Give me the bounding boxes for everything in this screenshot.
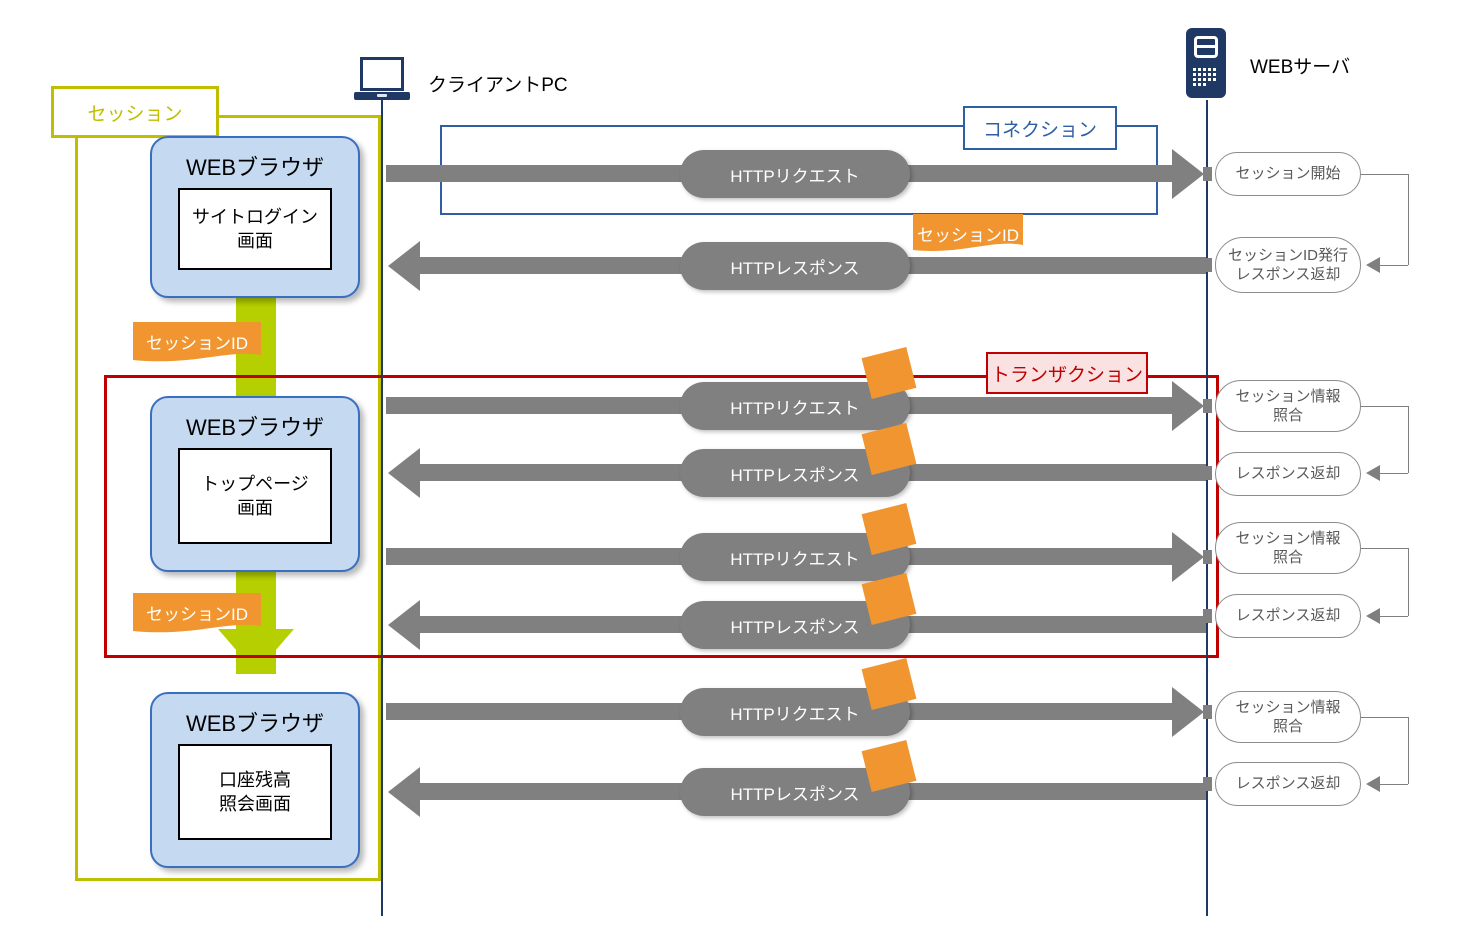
message-arrow-head-8 — [388, 767, 420, 817]
connection-scope-label: コネクション — [963, 106, 1117, 150]
session-id-banner-shape-3 — [133, 593, 261, 633]
message-label-1: HTTPリクエスト — [680, 150, 910, 198]
server-step-text-3: セッション情報照合 — [1235, 387, 1341, 425]
session-id-banner-text-1: セッションID — [146, 334, 248, 353]
server-step-text-7: セッション情報照合 — [1235, 698, 1341, 736]
browser-screen-text-2: トップページ画面 — [201, 473, 309, 518]
session-scope-label-text: セッション — [87, 103, 183, 125]
message-arrow-head-7 — [1172, 687, 1204, 737]
server-stub-3 — [1203, 399, 1212, 413]
session-scope-label: セッション — [51, 86, 219, 138]
server-step-8: レスポンス返却 — [1215, 762, 1361, 806]
server-dots-icon — [1193, 68, 1219, 86]
session-id-banner-shape-2 — [913, 214, 1023, 251]
session-id-banner-text-2: セッションID — [917, 226, 1019, 245]
server-stub-5 — [1203, 550, 1212, 564]
laptop-screen-icon — [360, 57, 404, 91]
message-arrow-head-5 — [1172, 532, 1204, 582]
message-label-7: HTTPリクエスト — [680, 688, 910, 736]
server-stub-6 — [1203, 609, 1212, 623]
transaction-scope-outline — [104, 375, 1219, 658]
server-step-2: セッションID発行レスポンス返却 — [1215, 237, 1361, 293]
server-stub-4 — [1203, 466, 1212, 480]
server-lifeline — [1206, 100, 1208, 916]
server-step-text-8: レスポンス返却 — [1235, 775, 1341, 793]
browser-box-3[interactable]: WEBブラウザ 口座残高照会画面 — [150, 692, 360, 868]
server-stub-7 — [1203, 705, 1212, 719]
browser-screen-text-3: 口座残高照会画面 — [219, 769, 291, 814]
browser-screen-2: トップページ画面 — [178, 448, 332, 544]
server-step-4: レスポンス返却 — [1215, 452, 1361, 496]
browser-box-1[interactable]: WEBブラウザ サイトログイン画面 — [150, 136, 360, 298]
message-arrow-head-2 — [388, 241, 420, 291]
server-step-text-6: レスポンス返却 — [1235, 607, 1341, 625]
laptop-icon — [354, 57, 410, 102]
session-id-banner-text-3: セッションID — [146, 605, 248, 624]
message-arrow-head-1 — [1172, 149, 1204, 199]
server-stub-8 — [1203, 777, 1212, 791]
transaction-scope-label: トランザクション — [986, 352, 1148, 394]
message-arrow-head-3 — [1172, 381, 1204, 431]
browser-title-3: WEBブラウザ — [185, 711, 325, 736]
client-label: クライアントPC — [428, 75, 568, 96]
server-step-5: セッション情報照合 — [1215, 522, 1361, 574]
server-stub-2 — [1203, 258, 1212, 272]
session-id-banner-2: セッションID — [913, 214, 1023, 258]
session-id-banner-3: セッションID — [133, 593, 261, 639]
server-step-3: セッション情報照合 — [1215, 380, 1361, 432]
browser-box-2[interactable]: WEBブラウザ トップページ画面 — [150, 396, 360, 572]
server-stub-1 — [1203, 167, 1212, 181]
browser-title-2: WEBブラウザ — [185, 415, 325, 440]
server-label: WEBサーバ — [1250, 57, 1351, 78]
browser-title-1: WEBブラウザ — [185, 155, 325, 180]
laptop-notch-icon — [377, 94, 387, 97]
session-id-banner-1: セッションID — [133, 322, 261, 368]
server-icon — [1186, 28, 1226, 98]
server-step-text-4: レスポンス返却 — [1235, 465, 1341, 483]
server-window-divider-icon — [1194, 45, 1218, 48]
message-label-2: HTTPレスポンス — [680, 242, 910, 290]
connection-scope-label-text: コネクション — [982, 119, 1097, 141]
server-step-1: セッション開始 — [1215, 152, 1361, 196]
server-step-text-5: セッション情報照合 — [1235, 529, 1341, 567]
browser-screen-3: 口座残高照会画面 — [178, 744, 332, 840]
message-arrow-head-4 — [388, 448, 420, 498]
client-lifeline — [381, 96, 383, 916]
server-step-6: レスポンス返却 — [1215, 594, 1361, 638]
session-flow-arrow-head — [218, 629, 294, 673]
browser-screen-text-1: サイトログイン画面 — [192, 206, 318, 251]
session-id-banner-shape-1 — [133, 322, 261, 362]
server-step-7: セッション情報照合 — [1215, 691, 1361, 743]
server-step-text-1: セッション開始 — [1235, 165, 1341, 183]
transaction-scope-label-text: トランザクション — [990, 364, 1143, 386]
server-step-text-2: セッションID発行レスポンス返却 — [1227, 246, 1348, 284]
browser-screen-1: サイトログイン画面 — [178, 188, 332, 270]
session-scope-outline — [75, 115, 381, 881]
message-arrow-head-6 — [388, 600, 420, 650]
